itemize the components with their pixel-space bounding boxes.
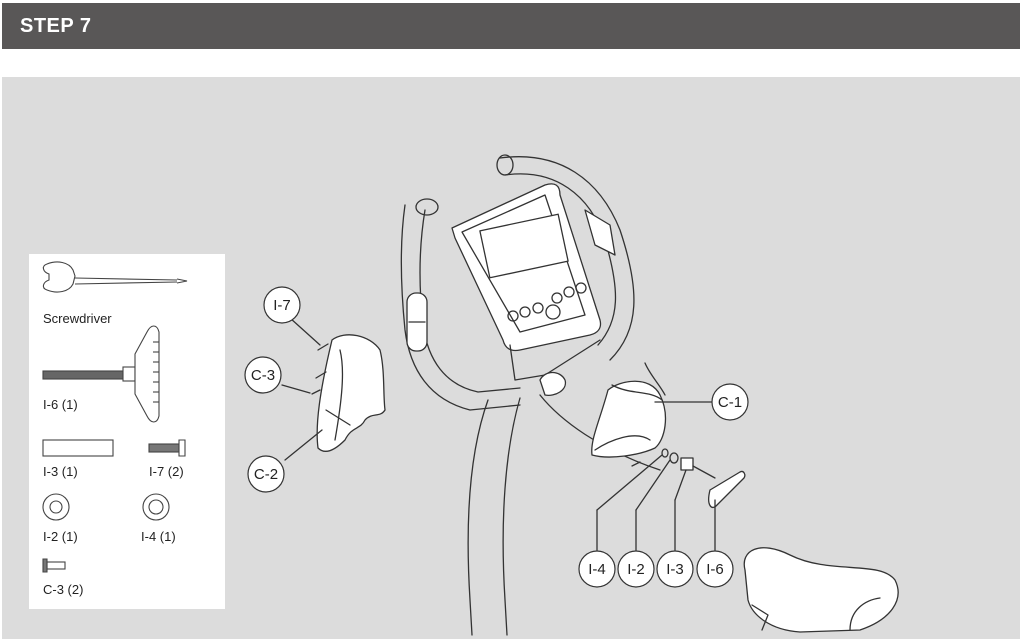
screwdriver-icon xyxy=(42,261,188,293)
part-label-i3: I-3 (1) xyxy=(43,464,78,479)
part-label-i6: I-6 (1) xyxy=(43,397,78,412)
callout-i7-label: I-7 xyxy=(273,297,291,314)
callout-i3 xyxy=(656,550,694,588)
leader-lines xyxy=(281,317,716,551)
part-label-c3: C-3 (2) xyxy=(43,582,84,597)
parts-list: Screwdriver I-6 (1) I-3 (1) I-7 (2) I-2 … xyxy=(29,254,225,609)
callout-c2 xyxy=(247,455,285,493)
part-label-screwdriver: Screwdriver xyxy=(43,311,112,326)
i2-washer-icon xyxy=(42,493,70,521)
callout-i4-label: I-4 xyxy=(588,561,606,578)
i4-washer-icon xyxy=(142,493,170,521)
seat xyxy=(743,547,899,633)
i7-screw-icon xyxy=(148,439,186,457)
part-label-i2: I-2 (1) xyxy=(43,529,78,544)
step-title: STEP 7 xyxy=(20,15,92,37)
right-cover-part xyxy=(591,362,667,467)
right-handlebar xyxy=(496,154,635,361)
i3-bushing-icon xyxy=(42,439,114,457)
left-handlebar xyxy=(400,198,521,411)
part-label-i7: I-7 (2) xyxy=(149,464,184,479)
parts-drawings xyxy=(42,261,188,573)
callout-i3-label: I-3 xyxy=(666,561,684,578)
callout-c3 xyxy=(244,356,282,394)
console xyxy=(451,183,602,396)
step-header: STEP 7 xyxy=(2,3,1020,49)
callout-c2-label: C-2 xyxy=(254,466,278,483)
callout-i4 xyxy=(578,550,616,588)
callout-c1 xyxy=(711,383,749,421)
knob-hardware xyxy=(661,448,746,509)
callout-i7 xyxy=(263,286,301,324)
c3-screw-icon xyxy=(42,558,66,573)
callout-i6 xyxy=(696,550,734,588)
callout-i2 xyxy=(617,550,655,588)
callout-i2-label: I-2 xyxy=(627,561,645,578)
callout-c1-label: C-1 xyxy=(718,394,742,411)
callout-c3-label: C-3 xyxy=(251,367,275,384)
left-cover-part xyxy=(311,334,386,452)
i6-knob-icon xyxy=(42,325,160,423)
part-label-i4: I-4 (1) xyxy=(141,529,176,544)
callout-i6-label: I-6 xyxy=(706,561,724,578)
